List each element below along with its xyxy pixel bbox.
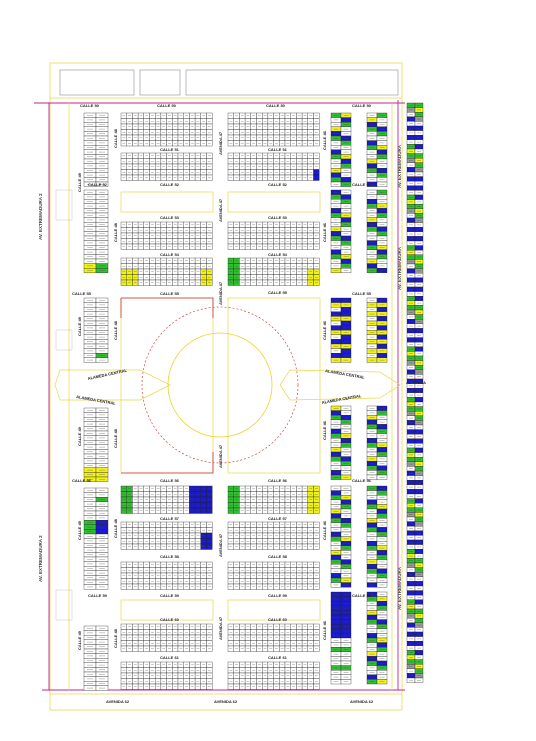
plaza-red-edge-bottom [121,452,214,474]
street-label-alameda-central-w2: ALAMEDA CENTRAL [76,394,117,406]
street-label-alameda-central-w1: ALAMEDA CENTRAL [87,368,128,381]
street-label-calle-60-a: CALLE 60 [160,617,180,622]
reserve-block-1 [139,69,181,96]
central-plaza [54,297,401,474]
alameda-east [279,369,401,401]
street-label-calle-50-c: CALLE 50 [266,103,286,108]
street-label-calle-48-c: CALLE 48 [113,320,118,340]
street-label-calle-55-b: CALLE 55 [160,291,180,296]
street-label-calle-58-a: CALLE 58 [160,554,180,559]
street-label-calle-46-b: CALLE 46 [322,222,327,242]
street-label-calle-56-d: CALLE 56 [352,478,372,483]
park-block-0 [120,191,214,213]
street-label-calle-59-a: CALLE 59 [88,593,108,598]
plaza-red-edge-top [120,297,214,318]
lots [83,102,424,691]
street-label-calle-49-c: CALLE 49 [77,426,82,446]
alameda-west [54,369,171,401]
side-reserve-0 [55,189,73,221]
street-label-calle-50-a: CALLE 50 [80,103,100,108]
street-label-calle-53-b: CALLE 53 [268,215,288,220]
street-label-calle-50-d: CALLE 50 [352,103,372,108]
street-label-calle-56-a: CALLE 56 [72,478,92,483]
street-label-calle-46-f: CALLE 46 [322,620,327,640]
street-label-avenida-47-c: AVENIDA 47 [218,281,223,305]
roundabout-inner [167,332,273,438]
park-block-1 [227,191,321,213]
street-label-calle-49-b: CALLE 49 [77,316,82,336]
street-label-calle-51-a: CALLE 51 [160,147,180,152]
street-label-calle-54-a: CALLE 54 [160,252,180,257]
street-label-calle-59-b: CALLE 59 [160,593,180,598]
reserve-block-0 [59,69,135,96]
street-label-calle-52-b: CALLE 52 [160,182,180,187]
street-label-calle-58-b: CALLE 58 [268,554,288,559]
street-label-calle-48-d: CALLE 48 [113,428,118,448]
arterial-label-right-top: AV. EXTREMADURA [397,246,402,290]
street-labels: CALLE 50 CALLE 50 CALLE 50 CALLE 50 CALL… [38,103,426,704]
street-label-avenida-47-b: AVENIDA 47 [218,198,223,222]
outer-frame [49,62,403,711]
street-label-calle-52-c: CALLE 52 [268,182,288,187]
street-label-calle-52-a: CALLE 52 [88,182,108,187]
street-label-calle-52-d: CALLE 52 [352,182,372,187]
blocks [55,69,399,621]
street-label-calle-61-b: CALLE 61 [268,655,288,660]
street-label-avenida-62-a: AVENIDA 62 [106,699,130,704]
side-reserve-1 [55,329,73,351]
street-label-calle-49-d: CALLE 49 [77,520,82,540]
street-label-avenida-47-d: AVENIDA 47 [218,444,223,468]
street-label-calle-54-b: CALLE 54 [268,252,288,257]
street-label-calle-59-c: CALLE 59 [268,593,288,598]
reserve-block-2 [185,69,399,96]
street-label-avenida-47-a: AVENIDA 47 [218,131,223,155]
street-label-calle-61-a: CALLE 61 [160,655,180,660]
street-label-calle-46-c: CALLE 46 [322,320,327,340]
street-label-calle-48-e: CALLE 48 [113,518,118,538]
side-reserve-2 [55,589,73,621]
street-label-calle-55-a: CALLE 55 [72,291,92,296]
street-label-calle-48-b: CALLE 48 [113,222,118,242]
street-label-calle-60-b: CALLE 60 [268,617,288,622]
street-label-calle-49-e: CALLE 49 [77,630,82,650]
street-label-calle-46-a: CALLE 46 [322,130,327,150]
street-label-calle-48-f: CALLE 48 [113,628,118,648]
street-label-calle-51-b: CALLE 51 [268,147,288,152]
street-label-calle-46-d: CALLE 46 [322,420,327,440]
park-block-2 [120,599,214,621]
street-label-calle-59-d: CALLE 59 [352,593,372,598]
street-label-calle-53-a: CALLE 53 [160,215,180,220]
street-label-alameda-right: ALAMEDA [406,380,426,385]
plaza-block-east [227,297,321,474]
street-label-avenida-47-e: AVENIDA 47 [218,533,223,557]
street-label-avenida-62-c: AVENIDA 62 [350,699,374,704]
street-label-calle-57-b: CALLE 57 [268,516,288,521]
plaza-block-west [120,297,214,474]
arterial-label-left-bottom: AV. EXTREMADURA 2 [38,535,43,582]
arterial-label-left-top: AV. EXTREMADURA 2 [38,193,43,240]
street-label-calle-50-b: CALLE 50 [157,103,177,108]
arterial-label-right-bottom: AV. EXTREMADURA [397,566,402,610]
street-label-alameda-central-e2: ALAMEDA CENTRAL [321,393,362,405]
street-label-calle-49-a: CALLE 49 [77,172,82,192]
street-label-calle-48-a: CALLE 48 [113,128,118,148]
street-label-avenida-62-b: AVENIDA 62 [214,699,238,704]
street-label-calle-55-d: CALLE 55 [352,291,372,296]
street-label-calle-56-c: CALLE 56 [268,478,288,483]
arterial-label-right-mid: AV. EXTREMADURA [397,144,402,188]
street-label-avenida-47-f: AVENIDA 47 [218,616,223,640]
street-label-calle-55-c: CALLE 55 [268,290,288,295]
roundabout-outer [141,306,299,464]
park-block-3 [227,599,321,621]
street-label-calle-56-b: CALLE 56 [160,478,180,483]
street-label-calle-46-e: CALLE 46 [322,520,327,540]
street-label-calle-57-a: CALLE 57 [160,516,180,521]
street-label-alameda-central-e1: ALAMEDA CENTRAL [325,368,366,380]
